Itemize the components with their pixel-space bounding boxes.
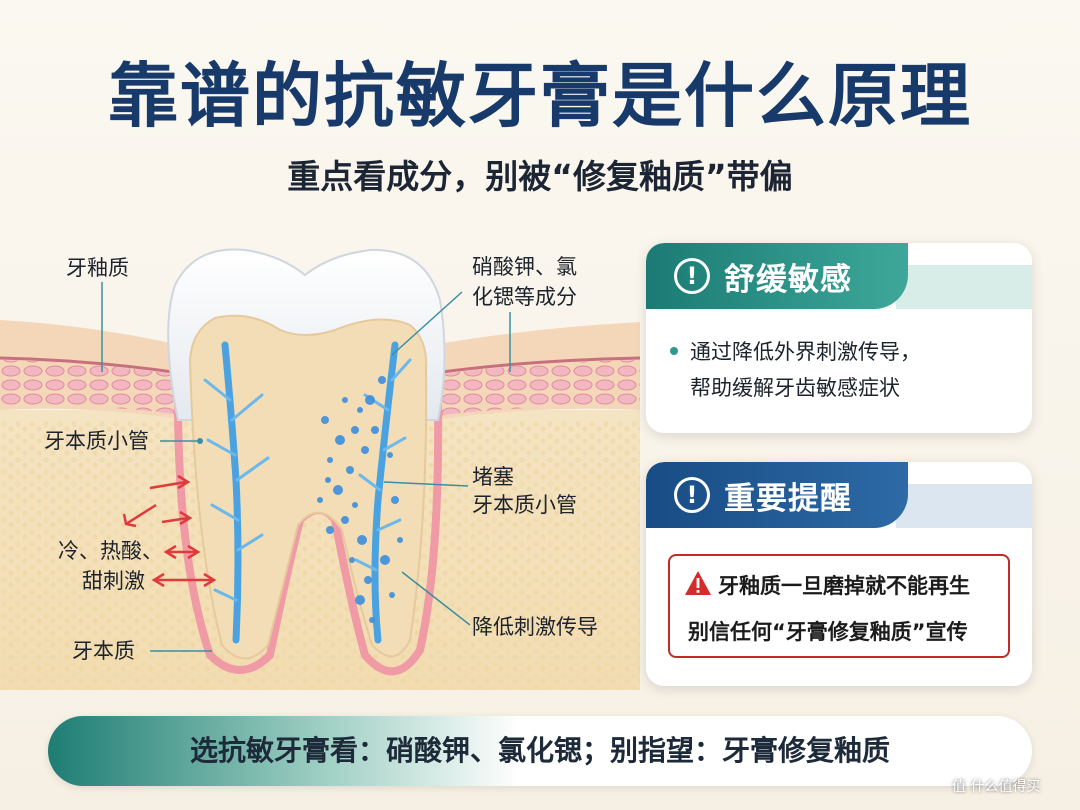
- card-soothe-header-bar: [896, 265, 1032, 309]
- label-block-line1: 堵塞: [472, 465, 514, 489]
- bottom-banner: 选抗敏牙膏看：硝酸钾、氯化锶；别指望：牙膏修复釉质: [48, 716, 1032, 786]
- banner-text: 选抗敏牙膏看：硝酸钾、氯化锶；别指望：牙膏修复釉质: [189, 734, 890, 767]
- card-soothe-line1: 通过降低外界刺激传导，: [690, 340, 921, 364]
- blocking-particles: [317, 376, 403, 623]
- card-soothe: ! 舒缓敏感 通过降低外界刺激传导， 帮助缓解牙齿敏感症状: [646, 243, 1032, 433]
- label-dentin-tubules: 牙本质小管: [44, 429, 149, 453]
- card-reminder-header: ! 重要提醒: [646, 462, 908, 528]
- card-soothe-title: 舒缓敏感: [724, 261, 852, 298]
- exclamation-icon: !: [674, 477, 710, 513]
- gum-cells-right: [434, 360, 640, 416]
- gum-edge-left: [0, 356, 181, 375]
- nerve-left-branches: [203, 378, 270, 602]
- card-reminder: ! 重要提醒 牙釉质一旦磨掉就不能再生 别信任何“牙膏修复釉质”宣传: [646, 462, 1032, 686]
- card-reminder-title: 重要提醒: [724, 480, 852, 517]
- gum-cells-left: [0, 360, 182, 415]
- nerve-right: [371, 341, 399, 644]
- warning-line2: 别信任何“牙膏修复釉质”宣传: [688, 620, 968, 644]
- card-soothe-line2: 帮助缓解牙齿敏感症状: [690, 376, 900, 400]
- leader-dot-tubule: [197, 438, 203, 444]
- warning-triangle-icon: [685, 571, 711, 595]
- label-ingredients-line2: 化锶等成分: [472, 285, 577, 309]
- label-enamel: 牙釉质: [66, 256, 129, 280]
- label-reduce: 降低刺激传导: [472, 615, 598, 639]
- warning-box: 牙釉质一旦磨掉就不能再生 别信任何“牙膏修复釉质”宣传: [668, 554, 1010, 658]
- card-soothe-header: ! 舒缓敏感: [646, 243, 908, 309]
- stimulus-arrows: [122, 474, 217, 588]
- exclamation-icon: !: [674, 258, 710, 294]
- label-block-line2: 牙本质小管: [472, 493, 577, 517]
- bullet-dot: [670, 347, 678, 355]
- page-subtitle: 重点看成分，别被“修复釉质”带偏: [287, 157, 793, 196]
- leader-lines: [101, 282, 511, 652]
- label-dentin: 牙本质: [72, 639, 135, 663]
- card-reminder-header-bar: [896, 484, 1032, 528]
- gum-edge-right: [433, 356, 640, 375]
- tooth-illustration: [0, 248, 640, 690]
- label-stimuli-line1: 冷、热酸、: [58, 539, 163, 563]
- label-stimuli-line2: 甜刺激: [82, 569, 145, 593]
- nerve-right-branches: [354, 358, 412, 572]
- warning-line1: 牙釉质一旦磨掉就不能再生: [718, 574, 970, 598]
- label-ingredients-line1: 硝酸钾、氯: [472, 255, 577, 279]
- page-title: 靠谱的抗敏牙膏是什么原理: [108, 55, 972, 137]
- watermark: 值 什么值得买: [952, 779, 1041, 795]
